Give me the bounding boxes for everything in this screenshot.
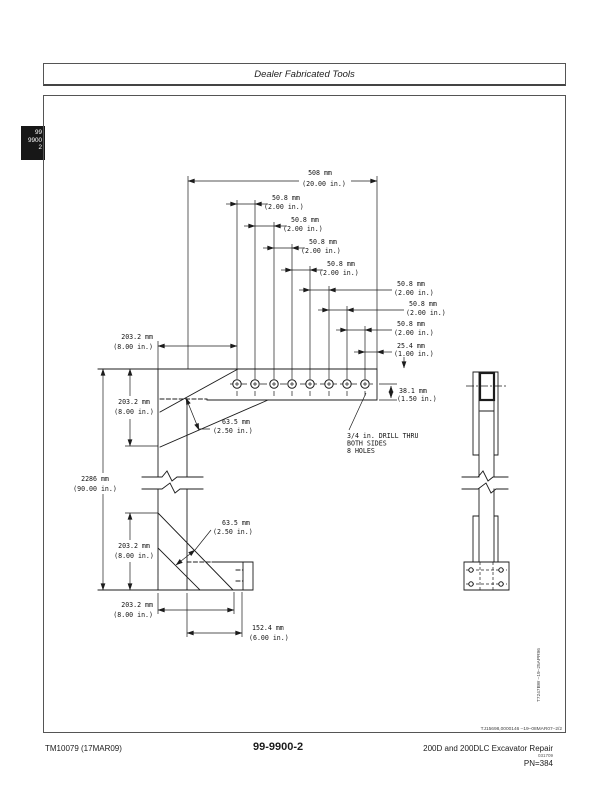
footer-right: 200D and 200DLC Excavator Repair 031709 … [423,744,553,768]
dim-50-6-in: (2.00 in.) [406,309,446,317]
dim-50-4-mm: 50.8 mm [327,260,355,268]
page-header: Dealer Fabricated Tools [43,63,566,86]
dim-50-7-in: (2.00 in.) [394,329,434,337]
doc-number: TM10079 (17MAR09) [45,744,122,753]
drill-note-line-1: 3/4 in. DRILL THRU [347,432,418,440]
pn-number: PN=384 [523,759,553,768]
dim-50-2-mm: 50.8 mm [291,216,319,224]
tab-line-2: 9900 [27,136,42,144]
pin-socket [478,371,496,402]
dim-height-mm: 2286 mm [81,475,109,483]
dim-foot-in: (6.00 in.) [249,634,289,642]
figure-photo-code: T7247BW –19–25APR96 [536,648,542,702]
dim-height-in: (90.00 in.) [73,485,117,493]
page-title: Dealer Fabricated Tools [254,68,355,80]
dim-50-2-in: (2.00 in.) [283,225,323,233]
dim-leg-lower-in: (8.00 in.) [114,552,154,560]
dim-25-in: (1.00 in.) [394,350,434,358]
hole-center-marks [235,382,367,396]
page-footer: TM10079 (17MAR09) 99-9900-2 200D and 200… [43,740,566,785]
figure-ref-code: TJ15698,0000146 –19–08MAR07–2/2 [481,726,563,732]
dim-50-7-mm: 50.8 mm [397,320,425,328]
dim-leg-bottom-mm: 203.2 mm [121,601,153,609]
hidden-lines-front [159,398,244,582]
dim-50-3-in: (2.00 in.) [301,247,341,255]
drill-note-line-2: BOTH SIDES [347,440,387,448]
dim-50-5-in: (2.00 in.) [394,289,434,297]
dim-50-6-mm: 50.8 mm [409,300,437,308]
drill-note: 3/4 in. DRILL THRU BOTH SIDES 8 HOLES [347,432,418,455]
page-number: 99-9900-2 [253,741,304,753]
print-code: 031709 [537,753,553,758]
dim-50-1-mm: 50.8 mm [272,194,300,202]
front-view-structure [97,368,378,591]
figure-frame: 508 mm (20.00 in.) 50.8 mm (2.00 in.) 50… [43,95,566,733]
dim-50-5-mm: 50.8 mm [397,280,425,288]
base-plate-holes [468,567,504,587]
manual-title: 200D and 200DLC Excavator Repair [423,744,553,753]
drill-holes [230,379,373,396]
dim-leg-top-mm: 203.2 mm [121,333,153,341]
dim-508-mm: 508 mm [308,169,332,177]
dim-38-in: (1.50 in.) [397,395,437,403]
dim-leg-top-in: (8.00 in.) [113,343,153,351]
dim-25-mm: 25.4 mm [397,342,425,350]
dim-38-mm: 38.1 mm [399,387,427,395]
tool-drawing: 508 mm (20.00 in.) 50.8 mm (2.00 in.) 50… [73,169,563,732]
dim-leg-lower-mm: 203.2 mm [118,542,150,550]
dim-leg-upper-in: (8.00 in.) [114,408,154,416]
dim-50-3-mm: 50.8 mm [309,238,337,246]
tab-line-1: 99 [34,129,42,136]
dim-50-4-in: (2.00 in.) [319,269,359,277]
drill-note-line-3: 8 HOLES [347,447,375,455]
dimension-labels: 508 mm (20.00 in.) 50.8 mm (2.00 in.) 50… [73,169,446,642]
break-lines-side [461,470,509,494]
dim-gusset-top-mm: 63.5 mm [222,418,250,426]
dim-gusset-bottom-mm: 63.5 mm [222,519,250,527]
side-view-structure [461,371,510,591]
section-tab: 99 9900 2 [21,126,45,160]
dimension-lines [100,178,407,636]
dim-gusset-top-in: (2.50 in.) [213,427,253,435]
dim-508-in: (20.00 in.) [302,180,346,188]
dim-leg-upper-mm: 203.2 mm [118,398,150,406]
dim-leg-bottom-in: (8.00 in.) [113,611,153,619]
dim-gusset-bottom-in: (2.50 in.) [213,528,253,536]
dim-foot-mm: 152.4 mm [252,624,284,632]
tab-line-3: 2 [38,144,42,152]
break-lines-front [141,470,204,494]
dim-50-1-in: (2.00 in.) [264,203,304,211]
extension-lines [125,176,397,637]
